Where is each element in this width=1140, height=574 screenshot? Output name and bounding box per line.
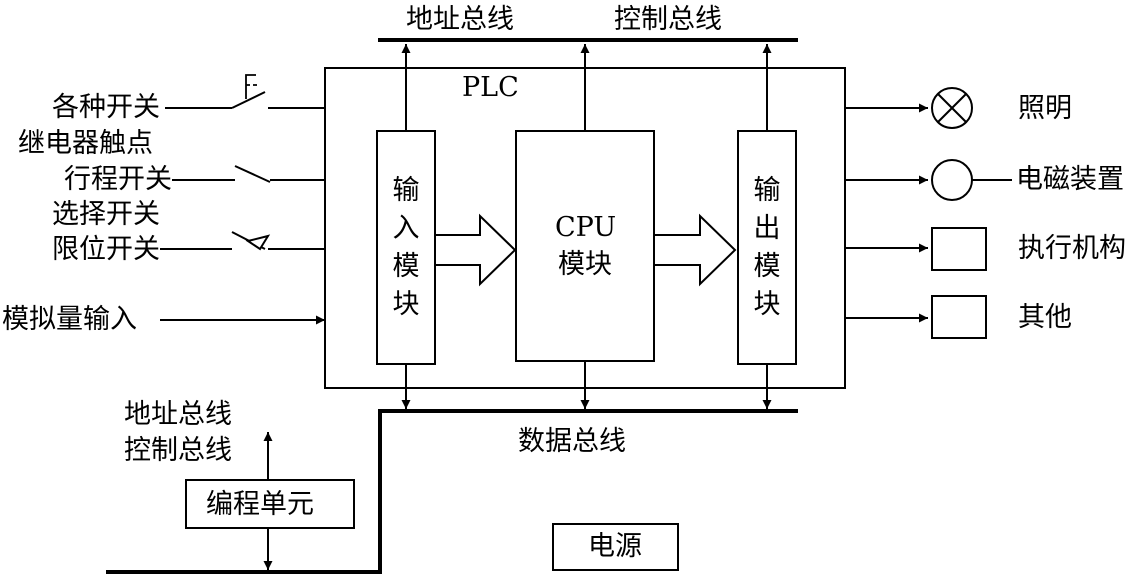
top-address-bus-label: 地址总线: [406, 4, 514, 35]
switch-icon: [172, 165, 325, 183]
input-module-label: 输 入 模 块: [392, 175, 420, 320]
input-label-relay: 继电器触点: [18, 128, 153, 159]
output-label-lighting: 照明: [1018, 93, 1072, 124]
bottom-address-bus-label: 地址总线: [124, 399, 232, 430]
plc-title: PLC: [462, 72, 519, 103]
lamp-icon: [931, 87, 973, 129]
cpu-module-box: [515, 130, 655, 362]
actuator-icon: [931, 227, 987, 271]
coil-icon: [931, 159, 1012, 201]
power-supply-box: [552, 523, 679, 571]
hollow-arrow-icon: [653, 213, 737, 287]
input-label-travel-switch: 行程开关: [64, 164, 172, 195]
output-module-label: 输 出 模 块: [753, 175, 781, 320]
input-label-analog: 模拟量输入: [2, 304, 137, 335]
other-device-icon: [931, 295, 987, 339]
programming-unit-box: [185, 479, 355, 529]
switch-icon: [160, 231, 325, 251]
cpu-label-line1: CPU: [555, 212, 617, 243]
output-label-solenoid: 电磁装置: [1016, 164, 1124, 195]
data-bus-label: 数据总线: [518, 426, 626, 457]
switch-icon: [165, 74, 325, 109]
input-label-selector-switch: 选择开关: [52, 199, 160, 230]
data-bus-line: [106, 409, 798, 574]
input-label-switches: 各种开关: [52, 92, 160, 123]
programming-unit-label: 编程单元: [206, 489, 314, 520]
hollow-arrow-icon: [434, 213, 517, 287]
input-label-limit-switch: 限位开关: [52, 234, 160, 265]
output-label-actuator: 执行机构: [1018, 233, 1126, 264]
cpu-label-line2: 模块: [558, 249, 612, 280]
top-control-bus-label: 控制总线: [614, 4, 722, 35]
output-label-other: 其他: [1018, 302, 1072, 333]
bottom-control-bus-label: 控制总线: [124, 435, 232, 466]
power-supply-label: 电源: [588, 531, 642, 562]
